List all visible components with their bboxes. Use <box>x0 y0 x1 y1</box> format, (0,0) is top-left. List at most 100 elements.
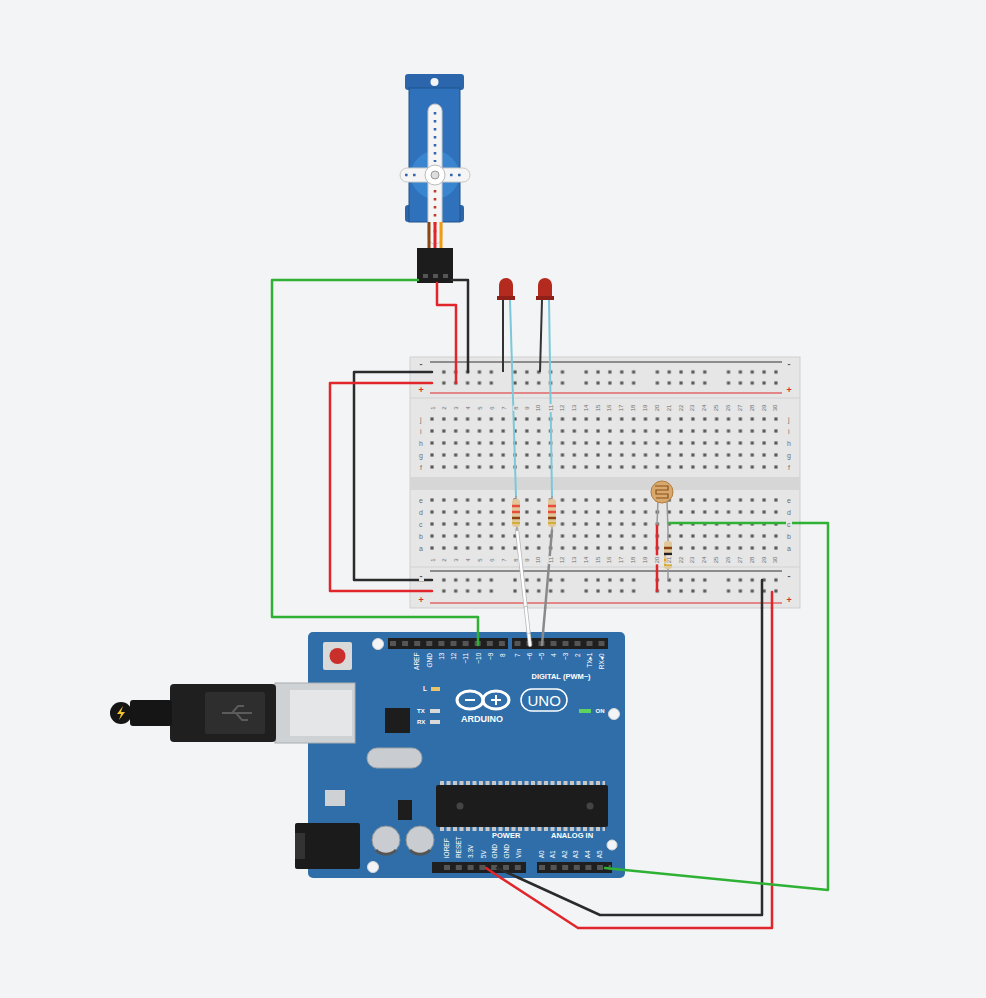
column-number: 22 <box>678 404 684 413</box>
column-number: 12 <box>559 556 565 565</box>
pin-label: IOREF <box>444 838 451 858</box>
photoresistor <box>651 481 673 530</box>
row-letter: b <box>418 533 424 540</box>
wires <box>272 280 800 878</box>
servo-hub <box>425 165 445 185</box>
led-flange <box>497 296 515 300</box>
power-stub <box>771 592 774 608</box>
pin-label: 4 <box>551 653 558 657</box>
power-jack <box>295 823 360 869</box>
rail-jumper-wire <box>354 372 432 580</box>
reset-button <box>330 648 346 664</box>
rail-sign: + <box>786 596 793 605</box>
row-letter: g <box>418 452 424 459</box>
column-number: 12 <box>559 404 565 413</box>
usb-plug-face <box>205 692 265 734</box>
capacitor-mark <box>410 850 430 854</box>
resistor-symbol <box>664 541 672 569</box>
row-letter: j <box>419 416 423 423</box>
usb-socket <box>275 683 355 743</box>
negative-rail-line <box>430 362 782 363</box>
column-number: 3 <box>453 557 459 562</box>
rail-sign: - <box>419 572 424 581</box>
pin-label: GND <box>427 653 434 667</box>
row-letter: c <box>418 521 424 528</box>
hole-grid <box>426 413 782 473</box>
header-label: DIGITAL (PWM~) <box>532 673 591 681</box>
photoresistor-symbol <box>651 481 673 503</box>
usb-cable <box>130 700 172 726</box>
column-number: 19 <box>642 556 648 565</box>
power-icon <box>117 706 125 720</box>
column-number: 17 <box>619 556 625 565</box>
rail-divider <box>410 398 800 399</box>
rail-divider <box>410 567 800 568</box>
pin-label: 7 <box>515 653 522 657</box>
column-number: 14 <box>583 556 589 565</box>
resistor-band <box>512 522 520 524</box>
pin-header <box>388 638 508 649</box>
column-number: 9 <box>524 557 530 562</box>
resistor-band <box>512 517 520 520</box>
led-flange <box>536 296 554 300</box>
header-label: ANALOG IN <box>551 832 593 840</box>
pin-label: AREF <box>414 653 421 670</box>
pin-label: Vin <box>516 849 523 858</box>
row-letter: i <box>787 428 791 435</box>
pin-label: ~6 <box>527 653 534 660</box>
breadboard-base <box>410 357 800 608</box>
servo-motor <box>400 74 470 283</box>
resistor-band <box>548 522 556 524</box>
sensor-signal-wire <box>625 523 828 890</box>
column-number: 13 <box>571 404 577 413</box>
pin-label: A4 <box>585 850 592 858</box>
ground-stub <box>761 580 764 608</box>
row-letter: h <box>786 440 792 447</box>
column-number: 29 <box>761 404 767 413</box>
pin-label: GND <box>504 844 511 858</box>
column-number: 13 <box>571 556 577 565</box>
wire-outline <box>517 530 526 608</box>
reset-button-base <box>323 642 352 670</box>
column-number: 26 <box>725 556 731 565</box>
usb-plug <box>170 684 276 742</box>
row-letter: f <box>787 464 791 471</box>
column-number: 10 <box>536 404 542 413</box>
pin-label: A0 <box>539 850 546 858</box>
servo-tab-hole <box>431 78 439 86</box>
capacitor-mark <box>376 850 396 854</box>
column-number: 18 <box>630 404 636 413</box>
led-label: L <box>423 686 427 693</box>
pin-header <box>537 862 612 873</box>
rail-hole-grid <box>438 367 782 389</box>
power-jack-face <box>295 833 305 859</box>
led-signal-wire <box>543 608 545 632</box>
led-body <box>499 278 513 298</box>
column-number: 18 <box>630 556 636 565</box>
pin-label: 2 <box>575 653 582 657</box>
column-number: 6 <box>488 557 494 562</box>
led-label: TX <box>417 708 425 714</box>
connector-holes <box>423 274 449 278</box>
logo-plus <box>491 695 501 705</box>
capacitor <box>406 826 434 854</box>
header-label: POWER <box>492 832 520 840</box>
column-number: 4 <box>465 405 471 410</box>
usb-cable-end <box>110 702 132 724</box>
arduino-board: AREFGND1312~11~10~987~6~54~32TX▸1RX◂0DIG… <box>308 632 625 878</box>
wire-group <box>526 608 529 632</box>
led-wire-stub <box>517 530 526 608</box>
led-leg <box>510 300 516 497</box>
column-number: 3 <box>453 405 459 410</box>
column-number: 10 <box>536 556 542 565</box>
pin-label: 8 <box>500 653 507 657</box>
column-number: 21 <box>666 404 672 413</box>
servo-ground-wire <box>452 280 468 372</box>
rail-sign: + <box>418 596 425 605</box>
servo-lead <box>434 222 437 248</box>
pin-header <box>432 862 526 873</box>
led-leg <box>549 300 552 497</box>
row-letter: a <box>786 545 792 552</box>
column-number: 23 <box>690 556 696 565</box>
column-number: 4 <box>465 557 471 562</box>
